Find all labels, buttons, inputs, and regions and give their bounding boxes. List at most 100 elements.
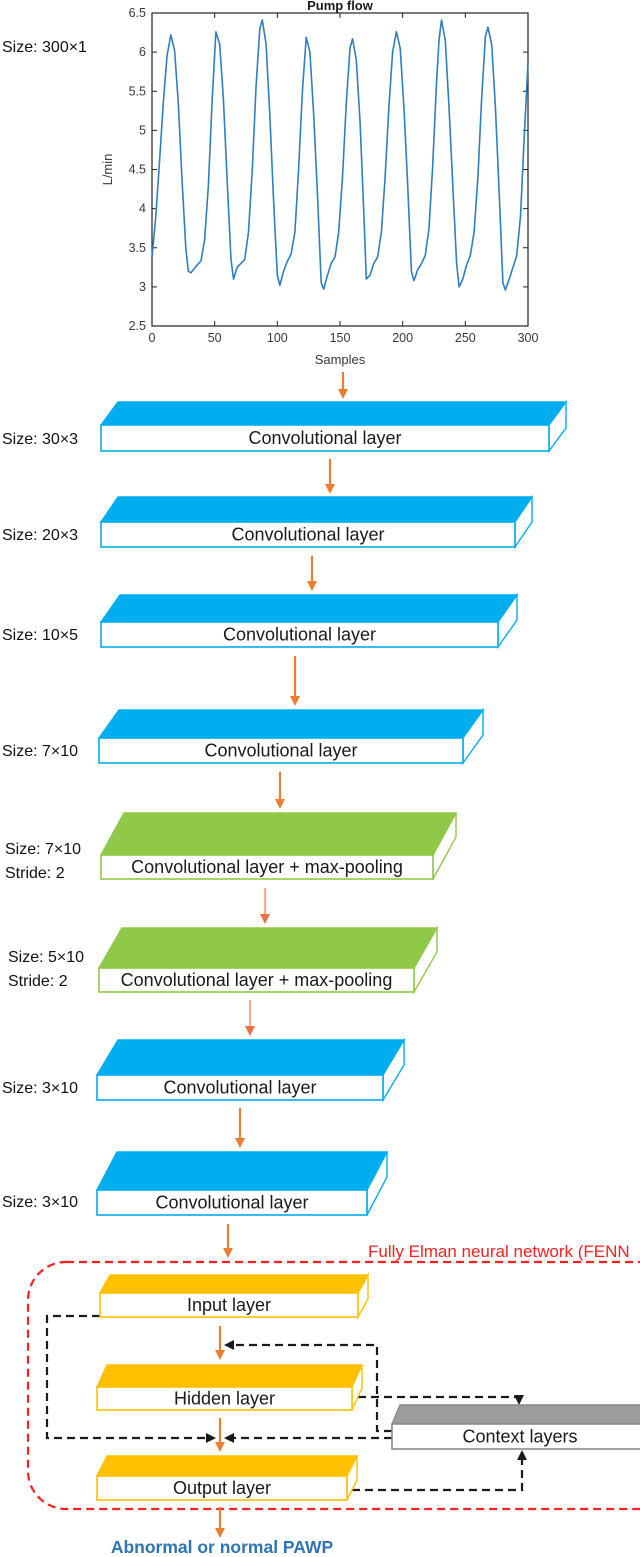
flow-arrow-4 (290, 656, 300, 706)
flow-arrowhead-icon (235, 1138, 245, 1148)
layer-size-label-conv5: Size: 3×10 (2, 1080, 78, 1097)
layer-box-front-face (99, 1292, 359, 1318)
flow-arrowhead-icon (275, 799, 285, 809)
flow-arrow-12 (215, 1507, 225, 1538)
x-tick-label: 300 (518, 331, 539, 345)
y-tick-label: 3.5 (129, 241, 146, 255)
layer-label-conv1: Convolutional layer (248, 428, 401, 448)
layer-size-label-conv3: Size: 10×5 (2, 627, 78, 644)
x-tick-label: 50 (208, 331, 222, 345)
y-tick-label: 5.5 (129, 84, 146, 98)
output-to-context-line-arrowhead-icon (517, 1450, 527, 1460)
layer-box-top-face (97, 927, 439, 969)
layer-size-label-convpool1: Size: 7×10 (5, 841, 81, 858)
layer-box-front-face (96, 1475, 348, 1501)
layer-box-top-face (99, 401, 568, 426)
flow-arrowhead-icon (307, 581, 317, 591)
flow-arrow-8 (235, 1108, 245, 1148)
flow-arrowhead-icon (215, 1442, 225, 1452)
layer-stride-label-convpool1: Stride: 2 (5, 865, 65, 882)
layer-box-conv5: Convolutional layer (95, 1037, 406, 1103)
flow-arrowhead-icon (338, 389, 348, 399)
layer-label-conv2: Convolutional layer (231, 525, 384, 545)
layer-label-conv3: Convolutional layer (223, 625, 376, 645)
flow-arrow-6 (260, 888, 270, 924)
layer-label-output_layer: Output layer (173, 1478, 271, 1498)
pump-flow-chart: 0 50 100 150 200 250 300 2.5 3 3.5 4 4.5 5 5.5 6 6.5 Pum… (2, 0, 538, 367)
y-tick-label: 6.5 (129, 6, 146, 20)
layer-label-hidden_layer: Hidden layer (174, 1389, 275, 1409)
layer-box-convpool1: Convolutional layer + max-pooling (99, 812, 458, 880)
layer-box-front-face (96, 1074, 384, 1101)
pump-flow-series-line (151, 19, 529, 291)
layer-box-front-face (100, 424, 550, 452)
layer-size-label-conv2: Size: 20×3 (2, 527, 78, 544)
layer-box-conv3: Convolutional layer (99, 592, 519, 650)
input-to-output-feedback-line-arrowhead-icon (206, 1433, 216, 1443)
hidden-to-context-line-arrowhead-icon (514, 1395, 524, 1405)
layer-box-output_layer: Output layer (95, 1455, 359, 1501)
flow-arrow-7 (245, 1000, 255, 1036)
layer-label-conv4: Convolutional layer (204, 741, 357, 761)
layer-size-label-conv6: Size: 3×10 (2, 1194, 78, 1211)
y-tick-label: 4.5 (129, 163, 146, 177)
input-to-output-feedback-line (45, 1314, 206, 1440)
layer-box-top-face (95, 1364, 364, 1388)
flow-arrow-5 (275, 772, 285, 809)
layer-box-front-face (98, 967, 415, 993)
layer-box-front-face (100, 621, 499, 648)
layer-box-front-face (96, 1386, 353, 1411)
flow-arrowhead-icon (245, 1026, 255, 1036)
layer-box-top-face (98, 1274, 370, 1294)
layer-box-hidden_layer: Hidden layer (95, 1364, 364, 1411)
x-tick-label: 250 (455, 331, 476, 345)
layer-box-conv2: Convolutional layer (99, 494, 534, 550)
flow-arrowhead-icon (215, 1528, 225, 1538)
layer-box-context_layers: Context layers (390, 1404, 640, 1450)
x-tick-label: 200 (392, 331, 413, 345)
layer-box-front-face (98, 737, 464, 764)
y-tick-label: 2.5 (129, 319, 146, 333)
layer-label-convpool1: Convolutional layer + max-pooling (131, 857, 403, 877)
layer-box-input_layer: Input layer (98, 1272, 370, 1320)
chart-ylabel: L/min (100, 154, 115, 186)
context-to-hidden-line-arrowhead-icon (224, 1340, 234, 1350)
layer-size-label-conv1: Size: 30×3 (2, 431, 78, 448)
layer-box-front-face (391, 1423, 640, 1450)
fenn-boundary (26, 1260, 640, 1511)
input-size-label: Size: 300×1 (2, 39, 87, 56)
y-tick-label: 6 (139, 45, 146, 59)
layer-box-top-face (99, 594, 519, 623)
final-output-label: Abnormal or normal PAWP (111, 1537, 334, 1557)
flow-arrow-1 (338, 372, 348, 399)
layer-stride-label-convpool2: Stride: 2 (8, 973, 68, 990)
x-tick-label: 150 (330, 331, 351, 345)
layer-box-convpool2: Convolutional layer + max-pooling (97, 925, 439, 995)
layer-box-front-face (100, 854, 434, 880)
flow-arrowhead-icon (223, 1248, 233, 1258)
flow-arrow-9 (223, 1224, 233, 1258)
layer-box-top-face (97, 709, 485, 739)
chart-title: Pump flow (307, 0, 374, 13)
hidden-to-context-line (358, 1395, 521, 1399)
chart-xlabel: Samples (315, 352, 366, 367)
layer-box-top-face (95, 1455, 359, 1477)
flow-arrow-10 (215, 1326, 225, 1360)
y-tick-label: 5 (139, 123, 146, 137)
layer-label-conv5: Convolutional layer (163, 1078, 316, 1098)
context-to-output-line-arrowhead-icon (224, 1433, 234, 1443)
layer-box-front-face (96, 1189, 368, 1216)
x-tick-label: 0 (149, 331, 156, 345)
y-tick-label: 3 (139, 280, 146, 294)
layer-label-conv6: Convolutional layer (155, 1193, 308, 1213)
layer-box-top-face (99, 496, 534, 523)
x-tick-label: 100 (267, 331, 288, 345)
y-tick-label: 4 (139, 202, 146, 216)
layer-box-top-face (390, 1404, 640, 1425)
flow-arrowhead-icon (325, 484, 335, 494)
flow-arrowhead-icon (290, 696, 300, 706)
context-to-hidden-line (234, 1343, 392, 1433)
output-to-context-line (352, 1460, 524, 1492)
